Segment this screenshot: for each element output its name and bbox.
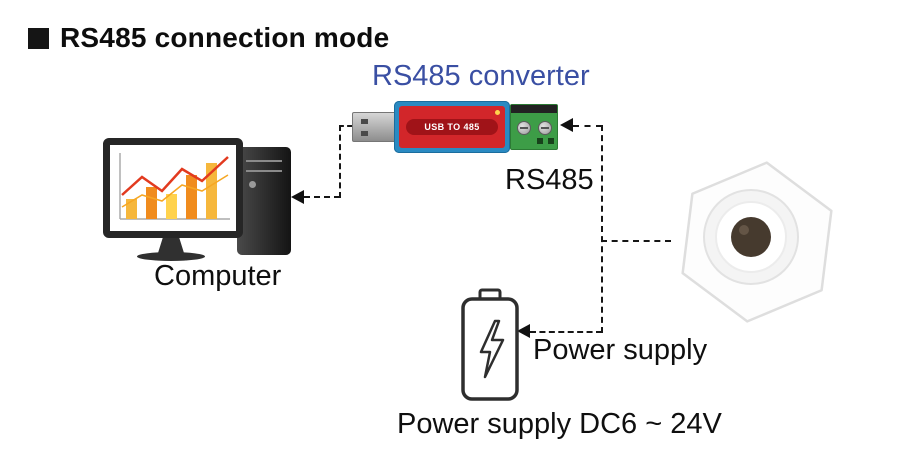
cable-segment <box>339 125 341 198</box>
page-title-text: RS485 connection mode <box>60 22 390 53</box>
terminal-hole <box>548 138 554 144</box>
usb-rs485-converter-illustration: USB TO 485 <box>350 101 560 153</box>
computer-label: Computer <box>154 260 282 292</box>
cable-segment <box>601 125 603 333</box>
computer-monitor-illustration <box>103 138 243 238</box>
arrow-left-icon <box>517 324 530 338</box>
usb-hole <box>361 119 368 124</box>
power-supply-label: Power supply <box>533 334 708 366</box>
converter-body: USB TO 485 <box>394 101 510 153</box>
sensor-illustration <box>665 155 850 330</box>
arrow-left-icon <box>291 190 304 204</box>
terminal-strip <box>511 105 557 113</box>
rs485-bus-label: RS485 <box>505 164 594 196</box>
cable-segment <box>573 125 602 127</box>
power-led-icon <box>495 110 500 115</box>
converter-label: RS485 converter <box>372 60 590 92</box>
lightning-bolt-icon <box>479 319 505 379</box>
cable-segment <box>601 240 671 242</box>
terminal-block <box>510 104 558 150</box>
monitor-stand <box>158 238 184 253</box>
power-supply-battery-icon <box>458 287 522 405</box>
screw-icon <box>517 121 531 135</box>
screw-icon <box>538 121 552 135</box>
computer-tower-illustration <box>237 147 291 255</box>
cable-segment <box>339 125 352 127</box>
power-spec-label: Power supply DC6 ~ 24V <box>397 408 722 440</box>
cable-segment <box>530 331 602 333</box>
arrow-left-icon <box>560 118 573 132</box>
usb-plug-icon <box>352 112 396 142</box>
page-title: RS485 connection mode <box>28 22 389 54</box>
usb-hole <box>361 131 368 136</box>
monitor-base <box>137 252 205 261</box>
drive-bay <box>246 170 282 172</box>
converter-text: USB TO 485 <box>424 122 480 132</box>
cable-segment <box>304 196 340 198</box>
converter-text-box: USB TO 485 <box>406 119 498 135</box>
power-button-icon <box>249 181 256 188</box>
converter-board: USB TO 485 <box>399 106 505 148</box>
title-square-icon <box>28 27 49 49</box>
drive-bay <box>246 160 282 162</box>
monitor-chart-illustration <box>119 153 230 220</box>
terminal-hole <box>537 138 543 144</box>
